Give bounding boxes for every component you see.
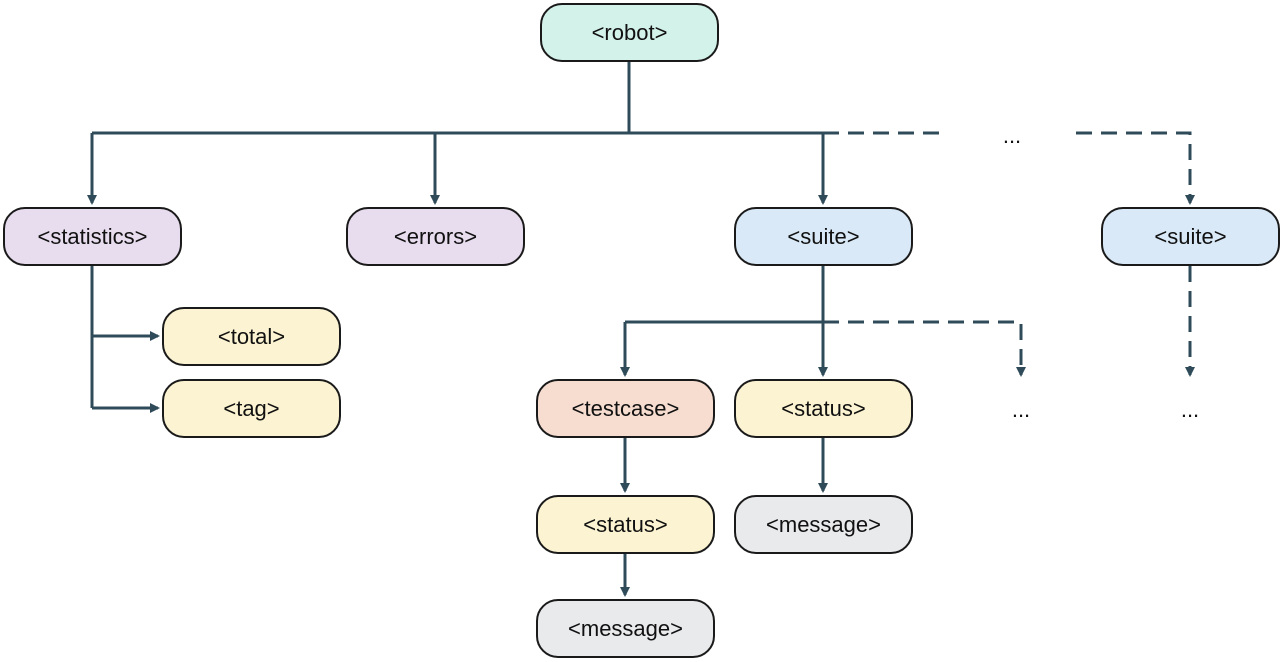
node-suite-2: <suite> bbox=[1101, 207, 1280, 266]
edge-suite-trunk bbox=[625, 266, 825, 324]
node-suite-message: <message> bbox=[734, 495, 913, 554]
node-testcase-message: <message> bbox=[536, 599, 715, 658]
node-total: <total> bbox=[162, 307, 341, 366]
node-suite: <suite> bbox=[734, 207, 913, 266]
node-robot: <robot> bbox=[540, 3, 719, 62]
node-errors: <errors> bbox=[346, 207, 525, 266]
node-tag: <tag> bbox=[162, 379, 341, 438]
node-suite-status: <status> bbox=[734, 379, 913, 438]
edge-robot-trunk bbox=[92, 62, 823, 135]
node-testcase: <testcase> bbox=[536, 379, 715, 438]
ellipsis-suite-children: ... bbox=[1011, 397, 1031, 422]
node-testcase-status: <status> bbox=[536, 495, 715, 554]
node-statistics: <statistics> bbox=[3, 207, 182, 266]
ellipsis-suite-2-children: ... bbox=[1180, 397, 1200, 422]
edge-suite-more bbox=[823, 320, 1026, 377]
edge-robot-suite-2 bbox=[823, 131, 1190, 203]
ellipsis-top-level: ... bbox=[1002, 123, 1022, 148]
